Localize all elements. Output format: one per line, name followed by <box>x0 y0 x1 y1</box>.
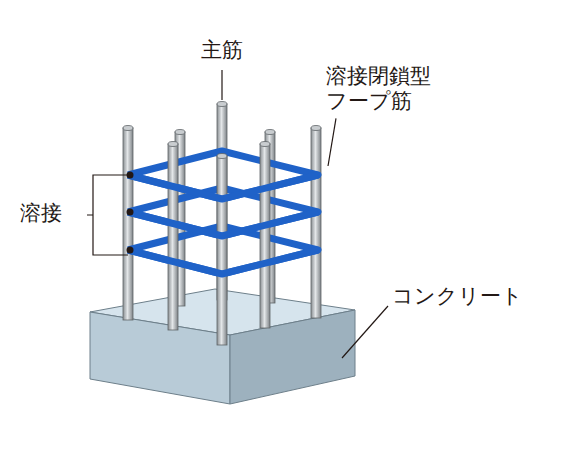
main-bar <box>311 126 321 319</box>
weld-bracket <box>87 175 128 255</box>
hoop-bar <box>128 175 318 199</box>
weld-points <box>127 172 134 254</box>
main-bar <box>123 126 133 321</box>
weld-point <box>127 247 134 254</box>
main-bar <box>260 142 270 329</box>
leader-line <box>221 70 222 100</box>
label-concrete: コンクリート <box>392 284 523 309</box>
main-bar <box>217 154 227 346</box>
leader-line <box>342 306 388 358</box>
leader-line <box>328 118 336 166</box>
main-bars-front <box>128 142 318 346</box>
main-bar <box>168 142 178 331</box>
weld-point <box>127 209 134 216</box>
label-weld: 溶接 <box>20 201 62 226</box>
label-main-bar: 主筋 <box>201 38 243 63</box>
hoop-bar <box>128 212 318 236</box>
hoop-bar <box>128 250 318 274</box>
label-hoop: 溶接閉鎖型 フープ筋 <box>326 64 476 114</box>
